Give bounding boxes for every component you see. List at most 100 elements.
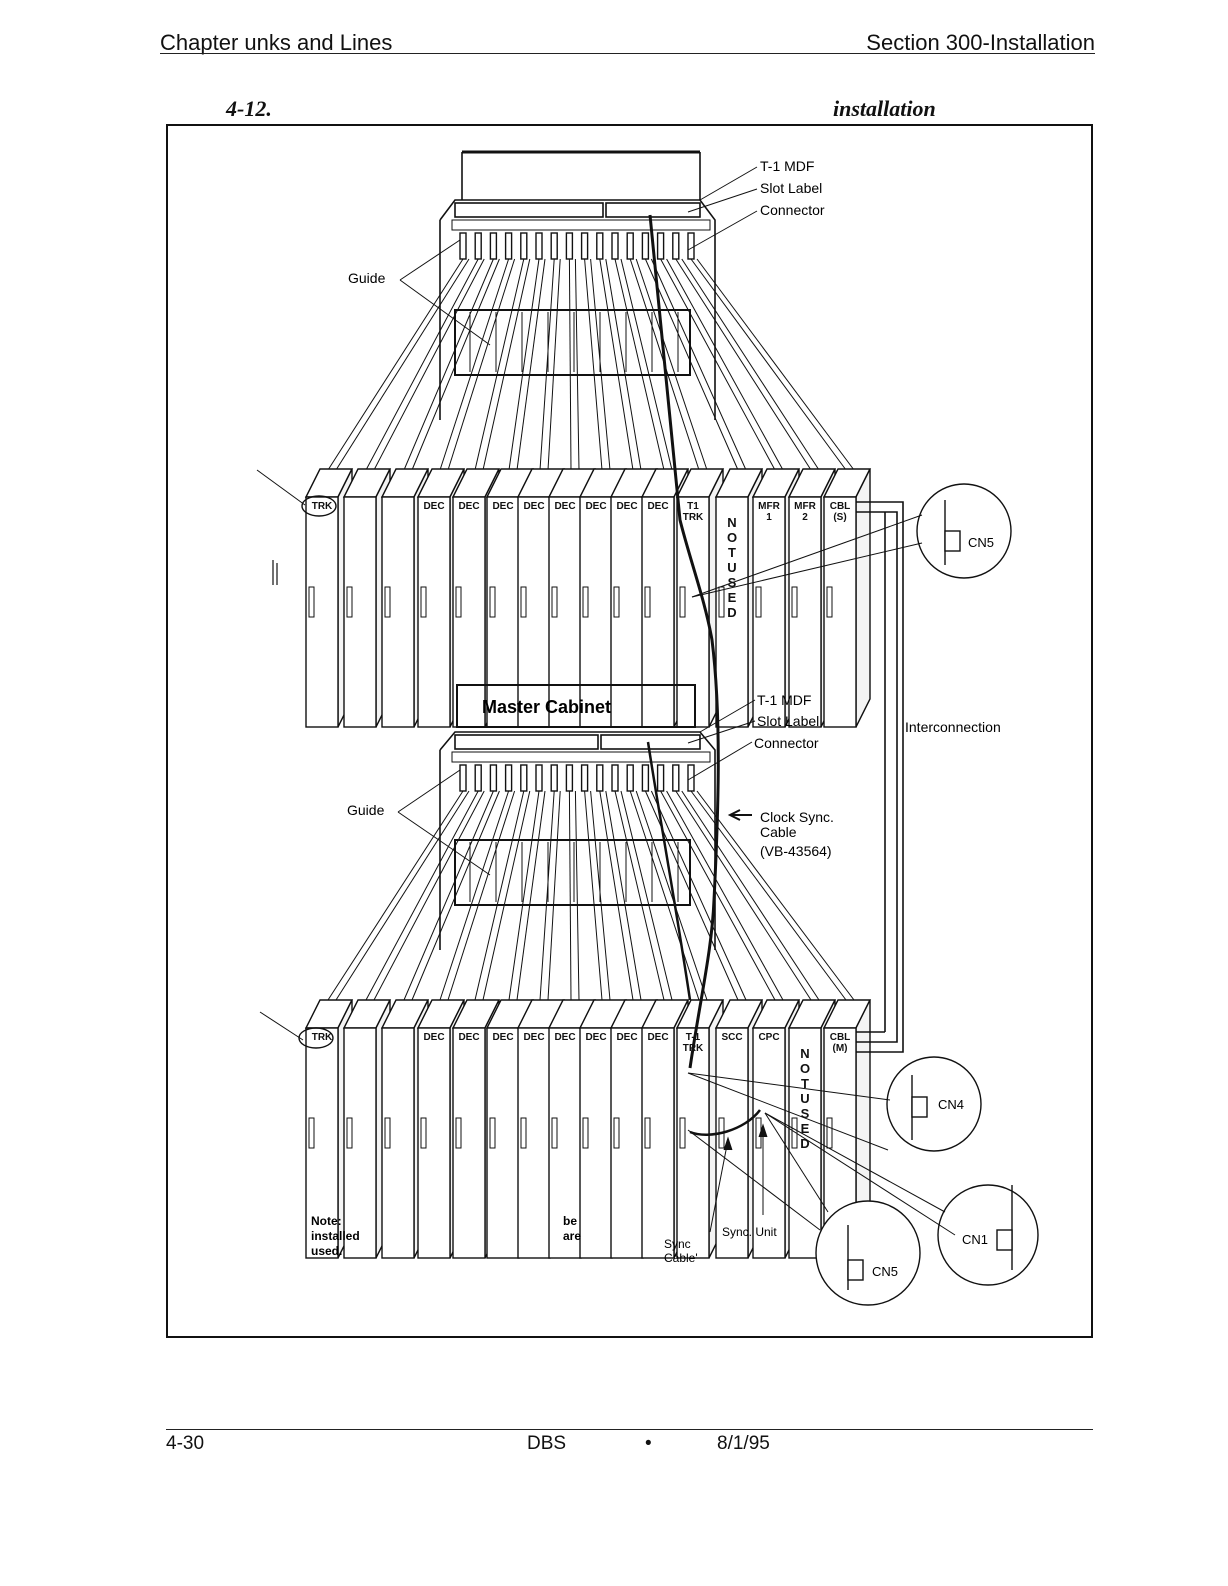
fan-line (335, 258, 470, 471)
fan-line (660, 258, 776, 471)
header-left: Chapter unks and Lines (160, 30, 393, 55)
lower-card-10-label: DEC (647, 1032, 668, 1043)
slot-guide (641, 232, 650, 260)
upper-card-12-letter: T (728, 545, 736, 560)
lower-card-6-label: DEC (523, 1032, 544, 1043)
upper-card-8-label: DEC (585, 501, 606, 512)
upper-card-14-label: MFR (794, 501, 816, 512)
fan-line (539, 258, 555, 471)
fan-line (644, 790, 739, 1001)
upper-card-12-letter: U (727, 560, 736, 575)
slot-guide (580, 764, 589, 792)
lower-callout-mdf: T-1 MDF (757, 692, 811, 708)
fan-line (365, 790, 479, 1001)
master-cabinet-label: Master Cabinet (482, 697, 611, 717)
slot-guide (565, 232, 574, 260)
lower-callout-slot-label: Slot Label (757, 713, 819, 729)
slot-guide (474, 232, 482, 260)
fan-line (373, 258, 485, 471)
fan-line (635, 258, 708, 471)
fan-line (605, 790, 642, 1001)
fan-line (644, 258, 739, 471)
fan-line (696, 790, 855, 1001)
fan-line (599, 790, 634, 1001)
fan-line (482, 258, 531, 471)
lower-callouts (397, 699, 756, 876)
figure-frame (166, 124, 1093, 1338)
slot-guide (535, 764, 543, 792)
lower-card-14-letter: D (800, 1136, 809, 1151)
interconnection-label: Interconnection (905, 719, 1001, 735)
upper-cn5-label: CN5 (968, 535, 994, 550)
fan-line (696, 258, 855, 471)
fan-line (574, 790, 580, 1001)
upper-cn5-bubble (916, 483, 1012, 579)
slot-guide (580, 232, 589, 260)
upper-trk-circle (301, 495, 337, 517)
lower-card-14-letter: E (801, 1121, 810, 1136)
note-fragment-be: be (563, 1214, 577, 1228)
lower-callout-connector: Connector (754, 735, 819, 751)
slot-guide (504, 232, 513, 260)
footer-rule (166, 1429, 1093, 1430)
clock-sync-cable-route (648, 214, 720, 1069)
upper-callout-connector: Connector (760, 202, 825, 218)
lower-card-0-label: TRK (312, 1032, 333, 1043)
upper-card-15: CBL(S) (822, 468, 872, 728)
lower-card-13-label: CPC (758, 1032, 779, 1043)
lower-cn1-label: CN1 (962, 1232, 988, 1247)
upper-callout-mdf: T-1 MDF (760, 158, 814, 174)
fan-line (635, 790, 708, 1001)
upper-card-13-label: MFR (758, 501, 780, 512)
fan-line (411, 258, 500, 471)
fan-line (614, 790, 665, 1001)
footer-page: 4-30 (166, 1433, 205, 1454)
upper-fan-lines (327, 258, 855, 471)
fan-line (547, 790, 561, 1001)
lower-card-14-letter: N (800, 1046, 809, 1061)
upper-card-6-label: DEC (523, 501, 544, 512)
fan-line (620, 790, 673, 1001)
upper-card-12-letter: E (728, 590, 737, 605)
fan-line (403, 258, 494, 471)
slot-guide (626, 232, 634, 260)
fan-line (681, 790, 820, 1001)
upper-card-4-label: DEC (458, 501, 479, 512)
fan-line (681, 258, 820, 471)
upper-card-11-label: TRK (683, 512, 704, 523)
fan-line (447, 790, 516, 1001)
upper-callout-slot-label: Slot Label (760, 180, 822, 196)
upper-card-14-label: 2 (802, 512, 808, 523)
fan-line (327, 258, 464, 471)
fan-line (605, 258, 642, 471)
fan-line (568, 258, 572, 471)
slot-guide (672, 232, 680, 260)
fan-line (508, 790, 540, 1001)
slot-guide (641, 764, 650, 792)
lower-card-12-label: SCC (721, 1032, 742, 1043)
sync-cable-label-1: Sync (664, 1237, 691, 1251)
fan-line (690, 258, 847, 471)
fan-line (327, 790, 464, 1001)
lower-cn5-bubble (815, 1200, 921, 1306)
fan-line (620, 258, 673, 471)
footer-sep: • (645, 1433, 652, 1454)
upper-card-0-label: TRK (312, 501, 333, 512)
note-fragment-are: are (563, 1229, 581, 1243)
slot-guide (459, 232, 467, 260)
clock-sync-part: (VB-43564) (760, 843, 832, 859)
lower-cn4-label: CN4 (938, 1097, 964, 1112)
header-right: Section 300-Installation (866, 30, 1095, 55)
slot-guide (504, 764, 513, 792)
fan-line (584, 258, 603, 471)
fan-line (614, 258, 665, 471)
fan-line (629, 790, 700, 1001)
fan-line (365, 258, 479, 471)
fan-line (482, 790, 531, 1001)
fan-line (516, 258, 546, 471)
slot-guide (489, 232, 498, 260)
figure-number: 4-12. (226, 96, 272, 121)
lower-card-8-label: DEC (585, 1032, 606, 1043)
upper-card-13-label: 1 (766, 512, 772, 523)
